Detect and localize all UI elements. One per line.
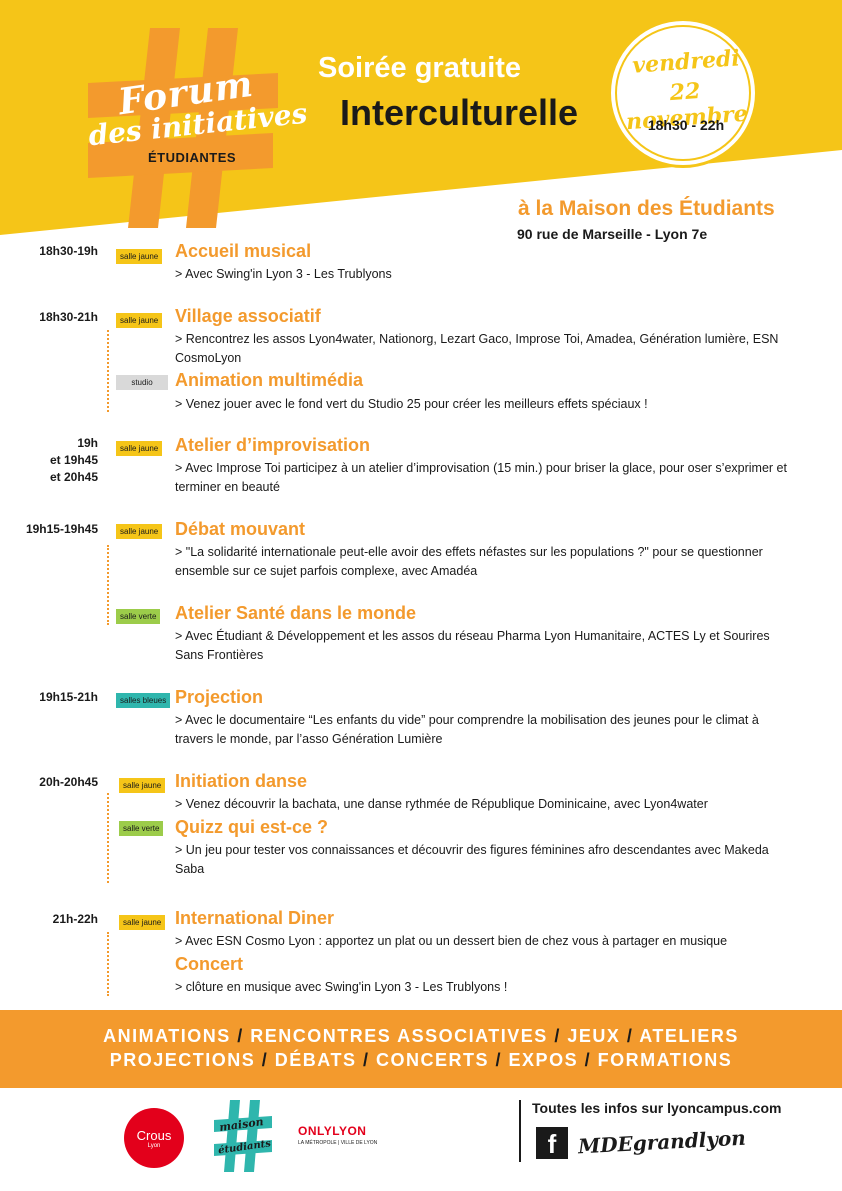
activity-title: Accueil musical bbox=[175, 241, 312, 261]
activity-title: International Diner bbox=[175, 908, 335, 928]
band-separator: / bbox=[362, 1050, 376, 1070]
crous-logo-text: Crous bbox=[136, 1128, 172, 1143]
onlylyon-logo: ONLYLYON LA MÉTROPOLE | VILLE DE LYON bbox=[298, 1124, 377, 1146]
band-separator: / bbox=[554, 1026, 568, 1046]
room-tag: studio bbox=[116, 375, 168, 390]
event-title: Interculturelle bbox=[340, 92, 579, 133]
activity-title: Débat mouvant bbox=[175, 519, 306, 539]
room-tag: salle verte bbox=[119, 821, 164, 836]
time-slot: 21h-22h bbox=[52, 912, 98, 926]
venue-address: 90 rue de Marseille - Lyon 7e bbox=[517, 226, 708, 242]
band-separator: / bbox=[626, 1026, 640, 1046]
facebook-icon: f bbox=[536, 1127, 568, 1159]
info-link-text: Toutes les infos sur lyoncampus.com bbox=[532, 1100, 782, 1116]
activity-title: Atelier Santé dans le monde bbox=[175, 603, 417, 623]
activity-desc: > Rencontrez les assos Lyon4water, Natio… bbox=[175, 332, 779, 365]
band-item: ATELIERS bbox=[639, 1026, 739, 1046]
room-tag: salle verte bbox=[116, 609, 161, 624]
date-time: 18h30 - 22h bbox=[647, 117, 725, 133]
band-item: RENCONTRES ASSOCIATIVES bbox=[250, 1026, 548, 1046]
activity-desc: > Avec ESN Cosmo Lyon : apportez un plat… bbox=[175, 934, 728, 948]
band-separator: / bbox=[261, 1050, 275, 1070]
maison-des-etudiants-logo: maison étudiants bbox=[214, 1100, 272, 1172]
band-separator: / bbox=[495, 1050, 509, 1070]
band-item: CONCERTS bbox=[376, 1050, 490, 1070]
activity-desc: > Avec le documentaire “Les enfants du v… bbox=[175, 713, 759, 746]
band-separator: / bbox=[584, 1050, 598, 1070]
band-item: EXPOS bbox=[508, 1050, 579, 1070]
room-tag: salle jaune bbox=[116, 441, 163, 456]
activity-desc: > Un jeu pour tester vos connaissances e… bbox=[175, 843, 769, 876]
activities-band: ANIMATIONS / RENCONTRES ASSOCIATIVES / J… bbox=[0, 1010, 842, 1088]
activity-desc: > "La solidarité internationale peut-ell… bbox=[175, 545, 763, 578]
band-line-2: PROJECTIONS / DÉBATS / CONCERTS / EXPOS … bbox=[0, 1050, 842, 1071]
band-item: DÉBATS bbox=[274, 1050, 357, 1070]
activity-desc: > Avec Swing'in Lyon 3 - Les Trublyons bbox=[175, 267, 392, 281]
event-subtitle: Soirée gratuite bbox=[318, 52, 522, 84]
timeline-dots bbox=[107, 330, 109, 412]
band-line-1: ANIMATIONS / RENCONTRES ASSOCIATIVES / J… bbox=[0, 1026, 842, 1047]
time-slot: 20h-20h45 bbox=[39, 775, 98, 789]
activity-title: Projection bbox=[175, 687, 264, 707]
activity-desc: > Venez jouer avec le fond vert du Studi… bbox=[175, 397, 648, 411]
timeline-dots bbox=[107, 545, 109, 625]
time-slot: 19h15-19h45 bbox=[25, 522, 98, 536]
onlylyon-text: ONLYLYON bbox=[298, 1124, 367, 1138]
time-slot: 19h15-21h bbox=[39, 690, 98, 704]
crous-logo-sub: Lyon bbox=[147, 1143, 161, 1149]
logo-etudiantes-text: ÉTUDIANTES bbox=[148, 150, 237, 165]
room-tag: salle jaune bbox=[116, 524, 163, 539]
svg-text:maison: maison bbox=[218, 1115, 264, 1134]
activity-title: Quizz qui est-ce ? bbox=[175, 817, 329, 837]
activity-title: Animation multimédia bbox=[175, 370, 364, 390]
footer-divider bbox=[519, 1100, 521, 1162]
time-slot: 18h30-19h bbox=[39, 244, 98, 258]
venue-name: à la Maison des Étudiants bbox=[518, 197, 775, 220]
activity-title: Concert bbox=[175, 954, 244, 974]
activity-title: Initiation danse bbox=[175, 771, 308, 791]
activity-desc: > Venez découvrir la bachata, une danse … bbox=[175, 797, 708, 811]
timeline-dots bbox=[107, 932, 109, 996]
activity-desc: > clôture en musique avec Swing'in Lyon … bbox=[175, 980, 508, 994]
activity-title: Atelier d’improvisation bbox=[175, 435, 371, 455]
time-slot: et 19h45 bbox=[49, 453, 98, 467]
time-slot: et 20h45 bbox=[49, 470, 98, 484]
room-tag: salles bleues bbox=[116, 693, 171, 708]
activity-title: Village associatif bbox=[175, 306, 321, 326]
onlylyon-sub: LA MÉTROPOLE | VILLE DE LYON bbox=[298, 1140, 378, 1146]
activity-desc: > Avec Étudiant & Développement et les a… bbox=[175, 629, 770, 662]
band-item: JEUX bbox=[567, 1026, 621, 1046]
room-tag: salle jaune bbox=[116, 313, 163, 328]
activity-desc: > Avec Improse Toi participez à un ateli… bbox=[175, 461, 787, 494]
band-item: ANIMATIONS bbox=[103, 1026, 231, 1046]
room-tag: salle jaune bbox=[119, 778, 166, 793]
band-separator: / bbox=[237, 1026, 251, 1046]
time-slot: 19h bbox=[77, 436, 98, 450]
facebook-handle: MDEgrandlyon bbox=[577, 1125, 747, 1159]
date-badge-ring bbox=[615, 25, 751, 161]
room-tag: salle jaune bbox=[119, 915, 166, 930]
room-tag: salle jaune bbox=[116, 249, 163, 264]
crous-logo: Crous Lyon bbox=[124, 1108, 184, 1168]
timeline-dots bbox=[107, 793, 109, 883]
time-slot: 18h30-21h bbox=[39, 310, 98, 324]
band-item: FORMATIONS bbox=[597, 1050, 733, 1070]
hash-logo-icon bbox=[88, 28, 278, 228]
date-badge: vendredi 22 novembre 18h30 - 22h bbox=[608, 18, 758, 168]
band-item: PROJECTIONS bbox=[109, 1050, 256, 1070]
